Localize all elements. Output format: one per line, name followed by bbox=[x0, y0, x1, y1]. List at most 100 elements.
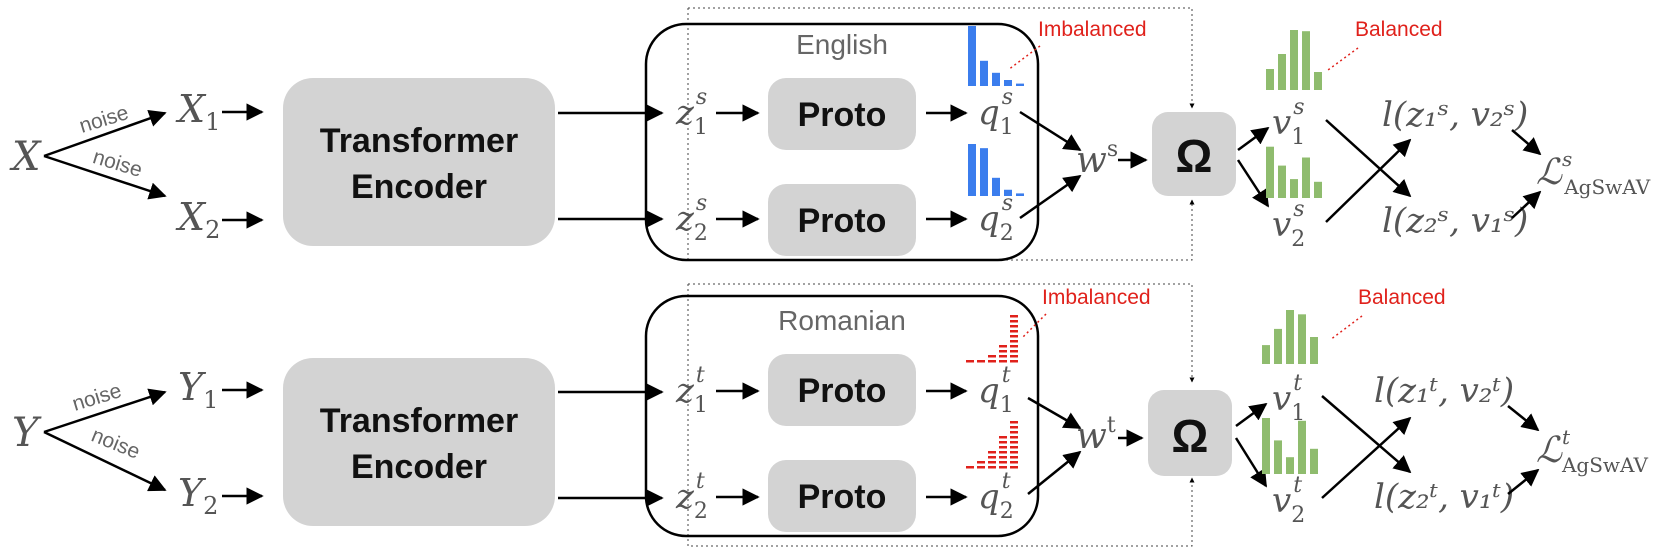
input-x: X bbox=[9, 134, 42, 180]
omega-box bbox=[1148, 390, 1232, 476]
balanced-label: Balanced bbox=[1355, 18, 1443, 41]
histogram-bar bbox=[1010, 360, 1018, 363]
histogram-v2 bbox=[1262, 418, 1318, 474]
histogram-v1 bbox=[1262, 310, 1318, 364]
z1: z1t bbox=[675, 363, 708, 418]
histogram-bar bbox=[1266, 69, 1274, 90]
histogram-bar bbox=[999, 461, 1007, 464]
histogram-bar bbox=[966, 466, 974, 469]
z2: z2t bbox=[675, 469, 708, 524]
imbalanced-label: Imbalanced bbox=[1038, 18, 1147, 41]
histogram-bar bbox=[1278, 54, 1286, 90]
noise-label: noise bbox=[70, 379, 125, 416]
histogram-bar bbox=[988, 451, 996, 454]
histogram-q1 bbox=[966, 315, 1018, 363]
proto-box bbox=[768, 460, 916, 532]
histogram-bar bbox=[992, 72, 1000, 86]
noise-label: noise bbox=[90, 145, 145, 182]
histogram-bar bbox=[1310, 337, 1318, 364]
w-weight: wt bbox=[1076, 413, 1116, 457]
histogram-bar bbox=[1010, 451, 1018, 454]
histogram-bar bbox=[999, 360, 1007, 363]
histogram-bar bbox=[968, 26, 976, 86]
arrow bbox=[1321, 395, 1412, 474]
histogram-bar bbox=[988, 355, 996, 358]
histogram-bar bbox=[1010, 456, 1018, 459]
histogram-bar bbox=[1286, 310, 1294, 364]
histogram-bar bbox=[988, 461, 996, 464]
histogram-bar bbox=[1010, 421, 1018, 424]
noise-label: noise bbox=[77, 101, 132, 138]
language-label: English bbox=[796, 29, 888, 60]
transformer-encoder bbox=[283, 78, 555, 246]
histogram-bar bbox=[1314, 181, 1322, 198]
arrow bbox=[43, 110, 167, 158]
pointer-line bbox=[1329, 315, 1363, 341]
histogram-bar bbox=[1004, 189, 1012, 196]
encoder-label: Encoder bbox=[351, 448, 487, 486]
q1: q1s bbox=[978, 85, 1014, 140]
view-y1: Y1 bbox=[178, 365, 218, 414]
histogram-bar bbox=[1310, 448, 1318, 474]
view-x1: X1 bbox=[175, 87, 220, 136]
arrow bbox=[1019, 174, 1082, 220]
histogram-bar bbox=[1010, 340, 1018, 343]
loss-term-1: l(z₁ᵗ, v₂ᵗ) bbox=[1374, 371, 1514, 411]
histogram-bar bbox=[999, 446, 1007, 449]
proto-label: Proto bbox=[798, 202, 887, 240]
language-box bbox=[644, 22, 1040, 262]
histogram-bar bbox=[999, 451, 1007, 454]
histogram-bar bbox=[1010, 325, 1018, 328]
arrow bbox=[1507, 405, 1540, 432]
histogram-bar bbox=[980, 148, 988, 196]
input-y: Y bbox=[12, 410, 42, 456]
arrow bbox=[1027, 396, 1082, 430]
loss-term-1: l(z₁ˢ, v₂ˢ) bbox=[1382, 95, 1528, 135]
histogram-bar bbox=[1010, 345, 1018, 348]
histogram-bar bbox=[1010, 431, 1018, 434]
arrow bbox=[1027, 450, 1082, 495]
histogram-bar bbox=[1004, 80, 1012, 86]
bottom-row: Y noise noise Y1 Y2 Transformer Encoder … bbox=[12, 283, 1648, 547]
arrow bbox=[1234, 437, 1268, 488]
arrow bbox=[1237, 126, 1270, 152]
arrow bbox=[1511, 190, 1542, 219]
loss-term-2: l(z₂ᵗ, v₁ᵗ) bbox=[1374, 477, 1514, 517]
pointer-line bbox=[1327, 47, 1359, 71]
arrow bbox=[43, 154, 167, 200]
histogram-bar bbox=[1010, 315, 1018, 318]
histogram-bar bbox=[1010, 466, 1018, 469]
histogram-bar bbox=[1274, 328, 1282, 364]
v2: v2t bbox=[1272, 473, 1305, 528]
histogram-bar bbox=[1302, 31, 1310, 90]
histogram-bar bbox=[1302, 157, 1310, 198]
histogram-bar bbox=[1010, 320, 1018, 323]
arrow bbox=[43, 388, 167, 434]
histogram-bar bbox=[1010, 461, 1018, 464]
histogram-q2 bbox=[966, 421, 1018, 469]
v1: v1t bbox=[1272, 371, 1305, 426]
arrow bbox=[1507, 468, 1540, 495]
histogram-bar bbox=[999, 436, 1007, 439]
histogram-q2 bbox=[968, 144, 1024, 196]
histogram-bar bbox=[1010, 350, 1018, 353]
w-weight: ws bbox=[1076, 137, 1118, 181]
pointer-line bbox=[1007, 45, 1041, 71]
histogram-bar bbox=[1010, 446, 1018, 449]
histogram-bar bbox=[1016, 193, 1024, 196]
view-y2: Y2 bbox=[178, 471, 218, 520]
histogram-bar bbox=[999, 441, 1007, 444]
arrow bbox=[1511, 129, 1542, 156]
histogram-bar bbox=[992, 177, 1000, 196]
arrow bbox=[1235, 402, 1268, 428]
histogram-bar bbox=[1298, 420, 1306, 474]
encoder-label: Transformer bbox=[320, 402, 518, 440]
z1: z1s bbox=[675, 85, 708, 140]
proto-box bbox=[768, 78, 916, 150]
dotted-connector bbox=[687, 8, 1195, 261]
omega-symbol: Ω bbox=[1176, 130, 1213, 182]
histogram-bar bbox=[1262, 345, 1270, 364]
